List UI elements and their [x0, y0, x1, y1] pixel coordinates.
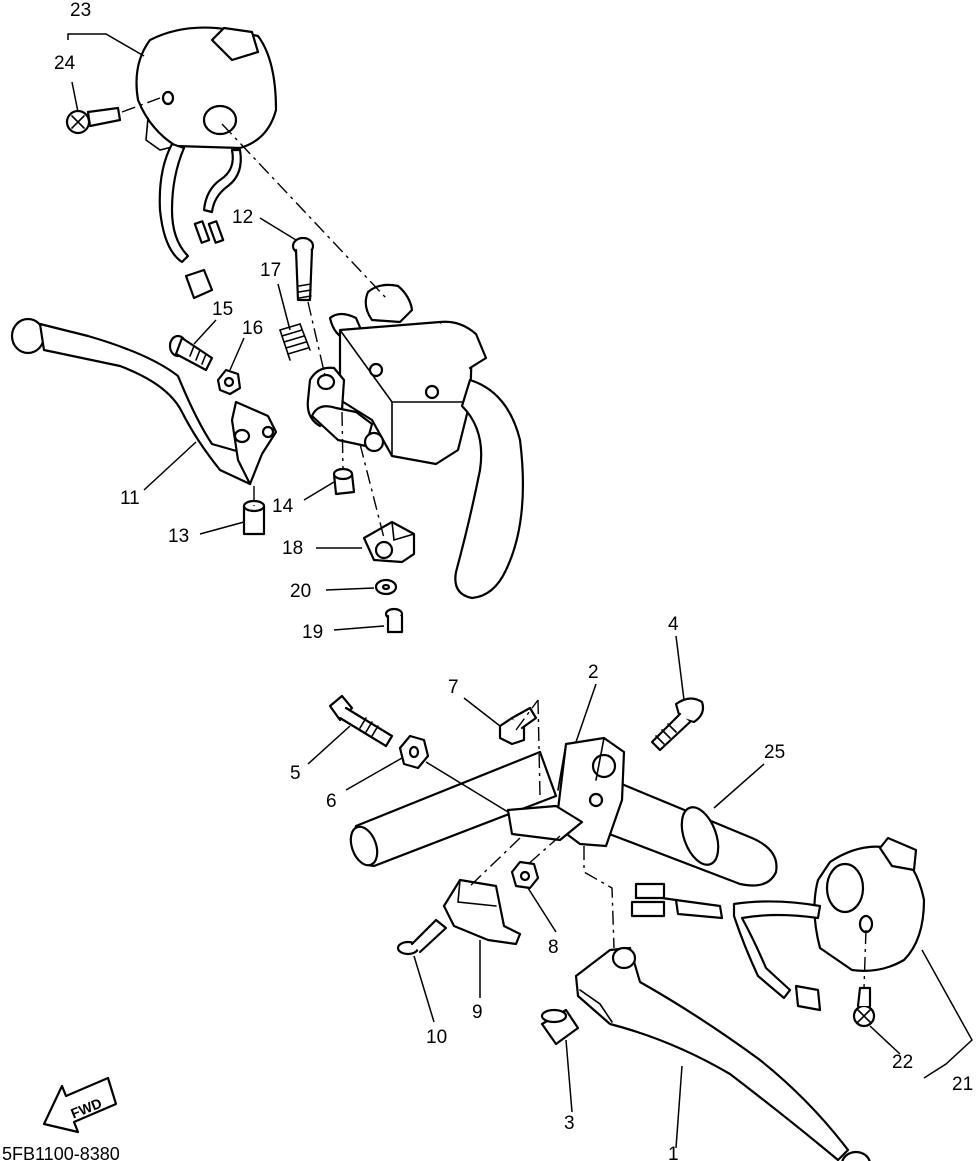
handlebar-grip-upper — [454, 378, 524, 600]
brake-switch-18 — [362, 520, 416, 564]
pivot-bolt-15 — [168, 334, 214, 372]
assembly-line — [467, 837, 521, 889]
callout-9: 9 — [472, 1002, 483, 1023]
leader-lines — [67, 33, 973, 1149]
callout-21: 21 — [952, 1074, 973, 1095]
callout-22: 22 — [892, 1052, 913, 1073]
assembly-line — [359, 443, 385, 539]
screw-19 — [384, 607, 404, 634]
callout-25: 25 — [764, 742, 785, 763]
bushing-14 — [332, 467, 356, 496]
lever-holder-2 — [506, 736, 626, 848]
handlebar-switch-right — [732, 836, 926, 1012]
screw-24 — [65, 97, 161, 135]
assembly-line — [537, 699, 541, 797]
nut-6 — [398, 734, 430, 770]
callout-20: 20 — [290, 581, 311, 602]
assembly-line — [525, 835, 561, 867]
forward-arrow-icon: FWD — [42, 1076, 118, 1134]
callout-11: 11 — [120, 488, 140, 509]
assembly-line — [515, 699, 539, 731]
master-cylinder — [306, 283, 488, 466]
assembly-line — [583, 846, 615, 949]
nut-16 — [216, 368, 242, 396]
assembly-line — [863, 929, 867, 989]
brake-lever-11 — [10, 317, 278, 486]
callout-5: 5 — [290, 763, 301, 784]
callout-15: 15 — [212, 299, 233, 320]
callout-12: 12 — [232, 207, 253, 228]
callout-24: 24 — [54, 53, 76, 74]
bolt-4 — [650, 697, 705, 752]
callout-1: 1 — [668, 1144, 679, 1161]
callout-18: 18 — [282, 538, 303, 559]
callout-17: 17 — [260, 260, 281, 281]
bolt-5 — [328, 694, 394, 748]
washer-20 — [374, 578, 398, 596]
callout-2: 2 — [588, 662, 599, 683]
callout-14: 14 — [272, 496, 294, 517]
wire-connectors — [630, 882, 724, 920]
callout-6: 6 — [326, 791, 337, 812]
screw-10 — [396, 918, 448, 956]
assembly-line — [221, 123, 387, 299]
collar-13 — [242, 499, 266, 536]
bolt-12 — [291, 236, 315, 302]
callout-8: 8 — [548, 937, 559, 958]
callout-3: 3 — [564, 1113, 575, 1134]
handlebar-switch-left — [135, 26, 278, 300]
bolt-7 — [498, 706, 538, 746]
assembly-line — [307, 301, 327, 381]
screw-22 — [852, 986, 876, 1028]
spring-17 — [279, 323, 311, 361]
throttle-grip-25 — [602, 778, 778, 887]
callout-13: 13 — [168, 526, 189, 547]
callout-23: 23 — [70, 0, 91, 21]
callout-7: 7 — [448, 677, 459, 698]
callout-19: 19 — [302, 622, 323, 643]
clutch-lever-1 — [574, 946, 871, 1161]
callout-16: 16 — [242, 318, 263, 339]
nut-8 — [510, 860, 540, 890]
catalog-code: 5FB1100-8380 — [2, 1144, 120, 1161]
assembly-line — [341, 411, 344, 471]
clutch-switch-9 — [442, 878, 522, 946]
collar-3 — [540, 1008, 580, 1046]
handlebar-grip-lower — [349, 750, 558, 868]
callout-10: 10 — [426, 1027, 447, 1048]
callout-4: 4 — [668, 614, 679, 635]
